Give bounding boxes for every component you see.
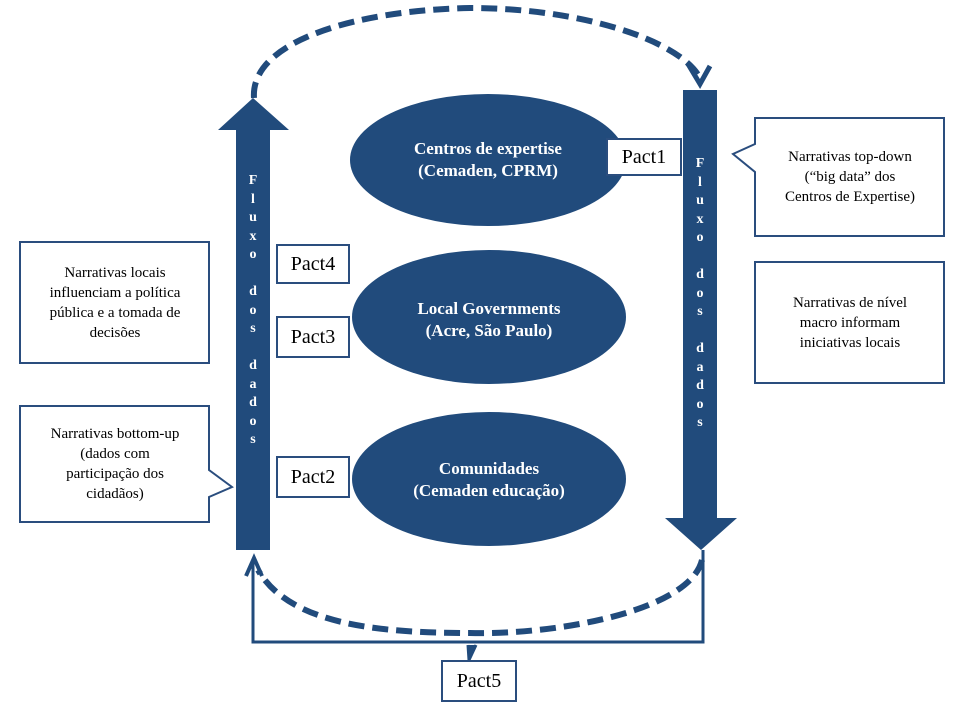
pact3-box: Pact3 <box>276 316 350 358</box>
note-top-right-line: (“big data” dos <box>804 169 896 185</box>
right-arrow-head <box>665 518 737 550</box>
note-top-left-shape <box>19 241 210 364</box>
ellipse-centros-line2: (Cemaden, CPRM) <box>418 161 558 180</box>
note-top-left-line: pública e a tomada de <box>49 305 181 321</box>
arrow-label-char: o <box>249 413 257 429</box>
note-top-left: Narrativas locais influenciam a política p… <box>22 244 208 362</box>
right-arrow-shaft <box>683 90 717 518</box>
note-top-left-line: influenciam a política <box>49 285 181 301</box>
note-top-right-line: Centros de Expertise) <box>785 189 915 205</box>
arrow-label-char: F <box>695 156 705 171</box>
ellipse-comunidades <box>352 412 626 546</box>
arrow-label-char: a <box>696 359 704 375</box>
ellipse-comunidades-line1: Comunidades <box>438 459 540 478</box>
arrow-label-char: d <box>249 358 257 373</box>
arrow-label-char: d <box>696 267 704 282</box>
arrow-label-char: d <box>249 395 257 410</box>
callout-bottom-left-shape <box>19 405 234 523</box>
arrow-label-char: u <box>249 210 257 225</box>
ellipse-label-comunidades: Comunidades (Cemaden educação) <box>352 457 626 503</box>
pact1-box: Pact1 <box>606 138 682 176</box>
left-arrow-shaft <box>236 130 270 550</box>
pact5-connector-arrowhead <box>466 644 478 661</box>
arrow-label-char: s <box>697 304 703 319</box>
arrow-label-char <box>683 248 717 267</box>
arrow-label-char: s <box>250 432 256 447</box>
dashed-arc-top <box>250 4 703 99</box>
note-mid-right: Narrativas de nível macro informam iniciat… <box>757 264 943 382</box>
arrow-label-char: d <box>249 284 257 299</box>
note-bottom-left: Narrativas bottom-up (dados com participaç… <box>22 408 208 520</box>
arrow-label-char: a <box>249 376 257 392</box>
arrow-label-char: o <box>249 247 257 262</box>
note-top-right-line: Narrativas top-down <box>788 149 912 165</box>
solid-connector-arrowhead-left <box>244 553 264 577</box>
ellipse-centros <box>350 94 626 226</box>
ellipse-centros-line1: Centros de expertise <box>414 139 562 158</box>
arrow-label-char: o <box>696 230 704 245</box>
arrow-label-char <box>236 339 270 358</box>
pact4-box: Pact4 <box>276 244 350 284</box>
arrow-label-char: l <box>698 174 702 190</box>
ellipse-label-local-gov: Local Governments (Acre, São Paulo) <box>352 297 626 343</box>
pact5-box: Pact5 <box>441 660 517 702</box>
arrow-label-char: o <box>696 285 704 301</box>
note-mid-right-line: Narrativas de nível <box>792 295 908 311</box>
note-bottom-left-line: Narrativas bottom-up <box>50 426 180 442</box>
ellipse-local-gov <box>352 250 626 384</box>
pact2-box: Pact2 <box>276 456 350 498</box>
ellipse-local-gov-line1: Local Governments <box>417 299 561 318</box>
arrow-label-char: s <box>697 415 703 430</box>
arrow-label-char: l <box>251 191 255 207</box>
note-bottom-left-line: participação dos <box>66 466 164 482</box>
arrow-label-char <box>683 322 717 341</box>
solid-connector-bottom <box>251 550 705 644</box>
arrow-label-char: F <box>248 173 258 188</box>
arrow-label-char: s <box>250 321 256 336</box>
arrow-label-char: d <box>696 378 704 393</box>
ellipse-label-centros: Centros de expertise (Cemaden, CPRM) <box>350 125 626 195</box>
arrow-label-char: d <box>696 341 704 356</box>
note-mid-right-shape <box>754 261 945 384</box>
ellipse-local-gov-line2: (Acre, São Paulo) <box>425 321 553 340</box>
arrow-label-char: u <box>696 193 704 208</box>
note-top-left-line: Narrativas locais <box>64 265 166 281</box>
note-bottom-left-line: cidadãos) <box>86 486 144 502</box>
arrow-label-char: o <box>696 396 704 412</box>
arrow-label-char <box>236 265 270 284</box>
callout-top-right-shape <box>731 117 945 237</box>
note-mid-right-line: macro informam <box>799 315 901 331</box>
dashed-arc-top-arrowhead <box>685 62 713 89</box>
arrow-label-char: o <box>249 302 257 318</box>
note-top-left-line: decisões <box>89 325 141 341</box>
note-mid-right-line: iniciativas locais <box>799 335 901 351</box>
arrow-label-char: x <box>249 228 257 244</box>
ellipse-comunidades-line2: (Cemaden educação) <box>413 481 565 500</box>
note-bottom-left-line: (dados com <box>80 446 150 462</box>
left-arrow-head <box>218 98 289 130</box>
arrow-label-char: x <box>696 211 704 227</box>
dashed-arc-bottom <box>255 559 705 637</box>
